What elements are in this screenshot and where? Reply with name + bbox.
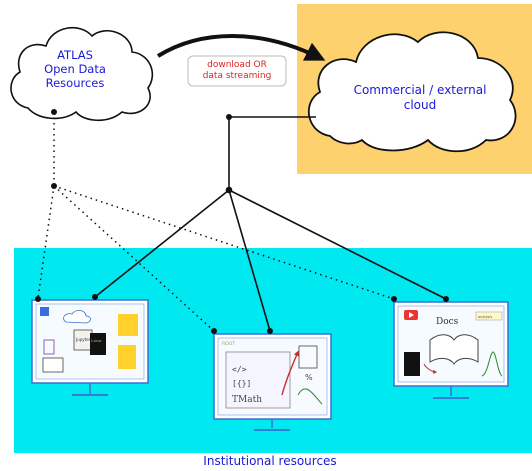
sticky-note-icon [118,345,136,369]
monitor-left: Jupyter Linux [31,294,149,396]
open-book-icon [429,334,479,365]
institutional-resources-label: Institutional resources [203,454,337,468]
jupyter-text: Jupyter [75,337,91,342]
bottle-icon [43,339,55,355]
sticky-note-icon [118,314,138,336]
link-right-monitor [228,189,447,300]
analysis-text: analysis [478,315,492,319]
atlas-label-line2: Open Data [44,62,106,76]
histogram-icon [298,345,318,369]
terminal-window-icon [404,352,420,376]
monitor-right: Docs analysis [391,296,509,399]
atlas-cloud-label: ATLAS Open Data Resources [20,48,130,90]
atlas-label-line3: Resources [45,76,105,90]
cloud-junction [226,114,232,120]
transfer-label: download OR data streaming [189,60,285,82]
dotted-link-left [37,185,55,299]
atlas-cloud [10,27,154,122]
root-logo-text: ROOT [222,341,235,347]
transfer-arrow [156,34,326,61]
red-arrow-icon [423,363,438,374]
transfer-label-line1: download OR [207,60,267,70]
windows-logo-icon [40,307,49,316]
bracket-symbol-text: [{}] [232,379,251,388]
monitor-center: ROOT </> [{}] TMath % [211,328,332,431]
transfer-label-box [187,55,287,87]
peak-plot-icon [481,351,503,377]
mini-cloud-icon [63,310,91,324]
transfer-label-line2: data streaming [202,71,272,81]
link-left-monitor [94,189,230,298]
commercial-cloud-label: Commercial / external cloud [330,83,510,113]
atlas-label-line1: ATLAS [57,48,93,62]
commercial-cloud [307,31,517,153]
docs-text: Docs [436,317,459,327]
atlas-junction-top [51,109,57,115]
commercial-label-line1: Commercial / external [353,83,487,97]
linux-text: Linux [91,339,102,343]
curve-plot-icon [297,388,323,405]
percent-text: % [305,373,313,382]
link-center-monitor [228,189,271,332]
play-triangle-icon [409,312,414,318]
analysis-tag-icon [475,311,503,321]
tmath-text: TMath [232,395,262,405]
red-arrow-icon [281,350,300,396]
code-panel [225,351,291,409]
commercial-label-line2: cloud [403,98,437,112]
code-symbol-text: </> [232,365,247,374]
code-window-icon [42,357,64,373]
terminal-window-icon [90,333,106,355]
